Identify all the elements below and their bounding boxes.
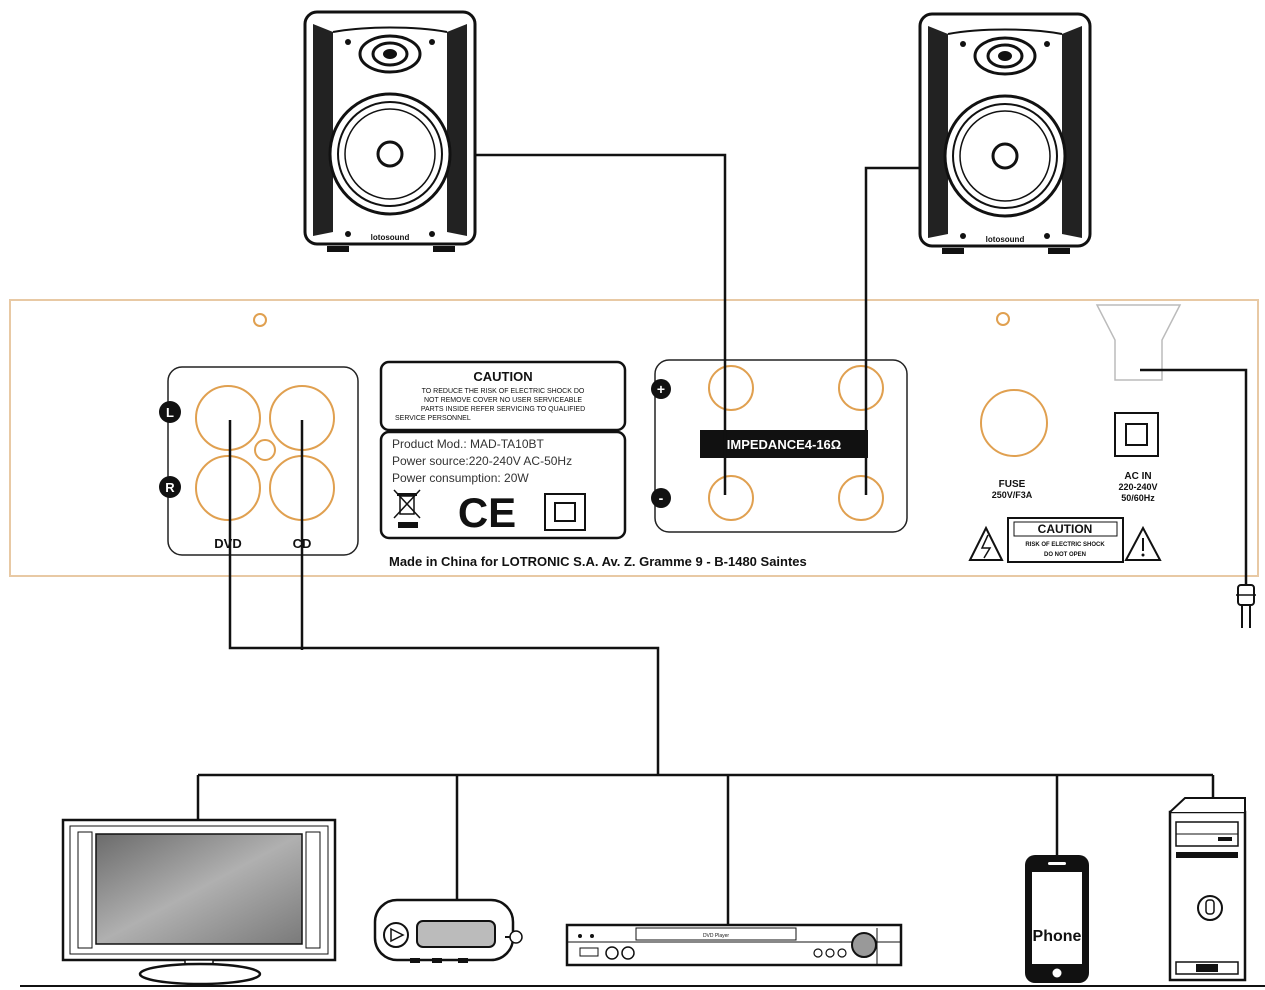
left-channel-marker	[159, 401, 181, 423]
rear-caution-line-2: DO NOT OPEN	[1044, 552, 1086, 558]
dvd-player: DVD Player	[565, 923, 903, 967]
electric-shock-warning-icon	[968, 525, 1004, 561]
minus-polarity-label: -	[659, 490, 664, 506]
tv-screen	[95, 833, 303, 945]
left-speaker-wire	[475, 153, 727, 495]
caution-line-3: PARTS INSIDE REFER SERVICING TO QUALIFIE…	[421, 406, 585, 413]
power-cord-strain-relief	[1095, 304, 1182, 381]
right-speaker-plus-terminal[interactable]	[838, 365, 884, 411]
dvd-player-label: DVD Player	[703, 933, 729, 939]
right-speaker: lotosound	[918, 12, 1092, 254]
tv-monitor	[61, 818, 337, 986]
caution-line-1: TO REDUCE THE RISK OF ELECTRIC SHOCK DO	[422, 388, 585, 395]
fuse-label: FUSE	[999, 479, 1026, 490]
fuse-rating: 250V/F3A	[992, 490, 1033, 500]
speaker-terminal-block: + - IMPEDANCE4-16Ω	[651, 359, 908, 533]
impedance-label: IMPEDANCE4-16Ω	[727, 437, 841, 452]
dvd-volume-knob[interactable]	[851, 932, 877, 958]
power-cord	[1140, 368, 1248, 585]
left-speaker-brand: lotosound	[371, 233, 410, 242]
product-power-consumption: Power consumption: 20W	[392, 471, 529, 485]
power-plug	[1236, 584, 1256, 628]
phone-label: Phone	[1033, 928, 1082, 945]
ac-in-label: AC IN	[1124, 471, 1151, 482]
ac-in-section: AC IN 220-240V 50/60Hz	[1095, 304, 1182, 503]
radio-display	[416, 920, 496, 948]
dvd-left-jack[interactable]	[195, 385, 261, 451]
amplifier-rear-panel: L R DVD CD CAUTION TO REDUCE THE RISK OF…	[9, 299, 1259, 577]
product-model: Product Mod.: MAD-TA10BT	[392, 437, 544, 451]
left-speaker: lotosound	[303, 10, 477, 252]
right-channel-marker	[159, 476, 181, 498]
ac-in-frequency: 50/60Hz	[1121, 493, 1155, 503]
rear-caution-line-1: RISK OF ELECTRIC SHOCK	[1025, 542, 1105, 548]
caution-label: CAUTION TO REDUCE THE RISK OF ELECTRIC S…	[379, 360, 627, 432]
right-speaker-minus-terminal[interactable]	[838, 475, 884, 521]
dvd-right-jack[interactable]	[195, 455, 261, 521]
ac-in-voltage: 220-240V	[1118, 482, 1157, 492]
left-speaker-plus-terminal[interactable]	[708, 365, 754, 411]
double-insulation-icon	[544, 493, 586, 531]
smartphone: Phone	[1025, 855, 1089, 983]
plus-polarity-label: +	[657, 381, 665, 397]
fuse-cap[interactable]	[980, 389, 1048, 457]
fuse-holder: FUSE 250V/F3A	[980, 389, 1048, 500]
screw-hole-left	[253, 313, 267, 327]
caution-line-2: NOT REMOVE COVER NO USER SERVICEABLE	[424, 397, 582, 404]
left-speaker-minus-terminal[interactable]	[708, 475, 754, 521]
rca-input-block: L R DVD CD	[159, 366, 359, 556]
product-power-source: Power source:220-240V AC-50Hz	[392, 454, 572, 468]
right-channel-label: R	[165, 480, 175, 495]
caution-line-4: SERVICE PERSONNEL	[395, 415, 471, 422]
radio-play-button[interactable]	[383, 922, 409, 948]
pc-power-button[interactable]	[1197, 895, 1223, 921]
weee-bin-icon	[393, 489, 421, 528]
wires	[196, 153, 1248, 925]
screw-hole-right	[996, 312, 1010, 326]
product-info-label: Product Mod.: MAD-TA10BT Power source:22…	[379, 430, 627, 540]
ce-mark: CE	[458, 489, 516, 536]
rear-caution-title: CAUTION	[1038, 522, 1093, 536]
dvd-input-wire	[228, 420, 660, 775]
dvd-input-label: DVD	[214, 536, 241, 551]
left-channel-label: L	[166, 405, 174, 420]
pc-tower	[1168, 797, 1247, 982]
portable-radio	[373, 898, 523, 963]
made-in-text: Made in China for LOTRONIC S.A. Av. Z. G…	[389, 554, 807, 569]
right-speaker-wire	[864, 166, 920, 495]
impedance-badge	[700, 430, 868, 458]
right-speaker-brand: lotosound	[986, 235, 1025, 244]
rear-caution-label: CAUTION RISK OF ELECTRIC SHOCK DO NOT OP…	[968, 517, 1162, 563]
caution-title: CAUTION	[473, 369, 532, 384]
